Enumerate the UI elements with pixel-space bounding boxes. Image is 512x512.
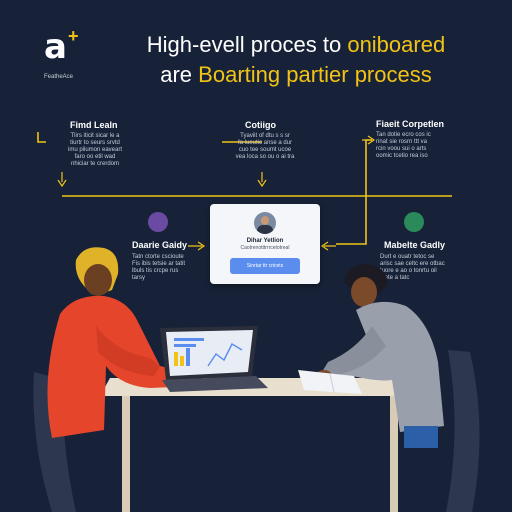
person-left-arm bbox=[96, 326, 160, 376]
stage-1-line: imu pilumon eaveart bbox=[67, 147, 123, 153]
title-line-1-accent: oniboared bbox=[347, 32, 446, 57]
title-line-1: High-evell proces to oniboared bbox=[96, 30, 496, 60]
chair-right bbox=[446, 350, 480, 512]
stage-1-text: Tlirs iticit sicar le a tiurtr to seurs … bbox=[50, 133, 140, 168]
stage-3-line: oomic tcetio rea iso bbox=[376, 153, 428, 159]
card-name: Dihar Yetlion bbox=[246, 238, 284, 244]
stage-2-line: Tyaviit of dtu s s sr bbox=[240, 133, 290, 139]
stage-2-line: vea loca so ou o ai tra bbox=[235, 154, 295, 160]
stage-1-line: tiurtr to seurs srvtd bbox=[70, 140, 120, 146]
plus-icon: + bbox=[68, 26, 79, 46]
stage-1-title: Fimd Lealn bbox=[70, 120, 118, 130]
person-left-line: Fis ibis tetsie ar tatit bbox=[132, 261, 186, 267]
left-bracket bbox=[37, 132, 46, 143]
person-right-arm bbox=[322, 326, 386, 376]
right-connector bbox=[336, 139, 372, 245]
card-role: Caotrenotttrrrcetotreal bbox=[240, 245, 290, 251]
stage-2-line: fa lueutic anse a dur bbox=[237, 140, 293, 146]
title-line-2: are Boarting partier process bbox=[96, 60, 496, 90]
title-line-1-text: High-evell proces to bbox=[146, 32, 348, 57]
person-name-left: Daarie Gaidy bbox=[132, 240, 188, 250]
stage-1-line: Tlirs iticit sicar le a bbox=[70, 133, 120, 139]
person-left-line: Tatn ctorte cscioute bbox=[132, 254, 184, 260]
person-right-line: arisc sae celtc ere otbac bbox=[380, 261, 445, 267]
person-right-line: ibete a tatc bbox=[380, 275, 410, 281]
stage-1-line: nhiciar te crerdom bbox=[70, 161, 120, 167]
illustration-scene bbox=[33, 247, 480, 512]
title-line-2-accent: Boarting partier process bbox=[198, 62, 432, 87]
brand-logo: a + FeatheAce bbox=[44, 26, 90, 82]
person-right-line: Durt e ouatr tetoc se bbox=[380, 254, 435, 260]
title-line-2-text: are bbox=[160, 62, 199, 87]
logo-mark: a bbox=[44, 27, 67, 67]
card-action-button[interactable]: Sinrtar ttr cricets bbox=[230, 258, 300, 274]
page-title: High-evell proces to oniboared are Boart… bbox=[96, 30, 496, 90]
person-avatar-right bbox=[404, 212, 424, 232]
arrow-to-card bbox=[188, 241, 206, 251]
stage-3-line: rinat sie rosrn ttt va bbox=[376, 139, 428, 145]
stage-2-text: Tyaviit of dtu s s sr fa lueutic anse a … bbox=[220, 133, 310, 161]
arrow-down-2 bbox=[257, 172, 267, 188]
person-right-line: tuore e ao o tonrtu oil bbox=[380, 268, 437, 274]
desk-leg bbox=[122, 396, 130, 512]
desk-leg bbox=[390, 396, 398, 512]
stage-3-line: rcin voou sui o arts bbox=[376, 146, 427, 152]
stage-2-line: cuo tee soumt ucoe bbox=[238, 147, 292, 153]
profile-card: Dihar Yetlion Caotrenotttrrrcetotreal Si… bbox=[210, 204, 320, 284]
logo-caption: FeatheAce bbox=[44, 74, 74, 80]
laptop-chart bbox=[174, 338, 243, 367]
person-text-right: Durt e ouatr tetoc se arisc sae celtc er… bbox=[380, 254, 470, 282]
arrow-down-1 bbox=[57, 172, 67, 188]
stage-3-title: Fiaeit Corpetlen bbox=[376, 119, 445, 129]
stage-1-line: faro oo etil wad bbox=[74, 154, 116, 160]
stage-3-line: Tan dotie ecro cos ic bbox=[376, 132, 431, 138]
laptop-base bbox=[162, 376, 268, 392]
chair-left bbox=[33, 372, 76, 512]
card-avatar bbox=[254, 212, 276, 234]
person-text-left: Tatn ctorte cscioute Fis ibis tetsie ar … bbox=[132, 254, 212, 282]
person-right-face bbox=[351, 277, 377, 307]
stage-2-title: Cotiigo bbox=[245, 120, 276, 130]
person-right-legs bbox=[404, 426, 438, 448]
stage-3-text: Tan dotie ecro cos ic rinat sie rosrn tt… bbox=[376, 132, 466, 160]
person-right-body bbox=[330, 301, 444, 432]
person-avatar-left bbox=[148, 212, 168, 232]
person-left-face bbox=[84, 264, 112, 296]
person-left-line: tarsy bbox=[132, 275, 146, 281]
laptop-screen bbox=[166, 330, 253, 376]
person-left-line: lbuls tis crcpe rus bbox=[132, 268, 179, 274]
person-name-right: Mabelte Gadly bbox=[384, 240, 446, 250]
notebook bbox=[298, 370, 362, 394]
arrow-right-3 bbox=[362, 135, 376, 145]
arrow-from-right bbox=[320, 241, 336, 251]
